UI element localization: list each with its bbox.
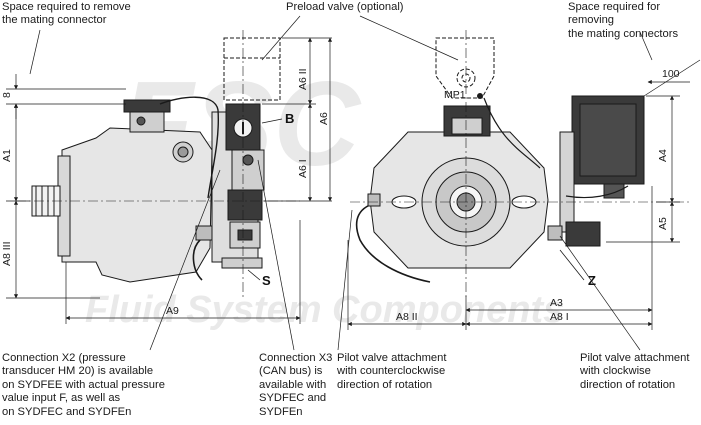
dim-a4: A4 xyxy=(657,149,669,162)
dim-a1: A1 xyxy=(1,149,13,162)
dim-a8ii: A8 II xyxy=(396,311,418,323)
dim-a5: A5 xyxy=(657,217,669,230)
side-view-pump xyxy=(31,96,265,283)
front-view-dimension-labels: A8 II A3 A8 I A4 A5 100 xyxy=(396,68,680,323)
dim-a6: A6 xyxy=(318,112,330,125)
dim-a8i: A8 I xyxy=(550,311,569,323)
label-preload-valve: Preload valve (optional) xyxy=(286,1,404,13)
mp1-port xyxy=(477,93,483,99)
front-view-pump xyxy=(355,95,645,283)
side-view-centerlines xyxy=(16,30,300,300)
marker-z: Z xyxy=(588,273,596,288)
label-connection-x2: Connection X2 (pressure transducer HM 20… xyxy=(2,352,165,418)
dim-8: 8 xyxy=(1,92,13,98)
side-view-markers: B S xyxy=(247,111,294,288)
dim-a8iii: A8 III xyxy=(1,241,13,266)
label-pilot-cw: Pilot valve attachment with clockwise di… xyxy=(580,352,690,391)
preload-valve-outline-side xyxy=(223,37,281,101)
dim-a3: A3 xyxy=(550,297,563,309)
dim-100: 100 xyxy=(662,68,680,80)
marker-mp1: MP1 xyxy=(444,89,466,101)
leader-lines xyxy=(29,15,653,351)
side-view-dimensions xyxy=(6,37,333,324)
front-view-centerlines xyxy=(350,30,690,300)
side-view-dimension-labels: 8 A1 A8 III A9 A6 II A6 A6 I xyxy=(1,68,330,317)
dim-a9: A9 xyxy=(166,305,179,317)
dim-a6i: A6 I xyxy=(297,159,309,178)
marker-b: B xyxy=(285,111,294,126)
label-space-remove-connector: Space required to remove the mating conn… xyxy=(2,1,131,27)
front-view-dimensions xyxy=(347,59,701,330)
label-space-remove-connectors: Space required for removing the mating c… xyxy=(568,1,679,40)
label-pilot-ccw: Pilot valve attachment with counterclock… xyxy=(337,352,447,391)
front-view-markers: Z xyxy=(559,249,596,288)
marker-s: S xyxy=(262,273,271,288)
dim-a6ii: A6 II xyxy=(297,68,309,90)
label-connection-x3: Connection X3 (CAN bus) is available wit… xyxy=(259,352,333,418)
